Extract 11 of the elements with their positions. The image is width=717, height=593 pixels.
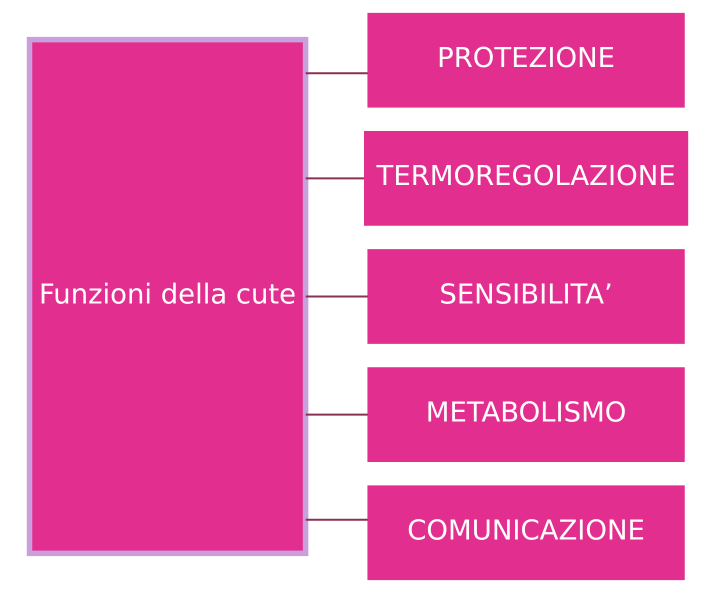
connector <box>306 518 368 521</box>
node-box: COMUNICAZIONE <box>367 485 685 580</box>
connector <box>306 177 364 180</box>
node-box: Funzioni della cute <box>26 36 308 556</box>
node-box: TERMOREGOLAZIONE <box>364 130 688 226</box>
connector <box>306 295 368 298</box>
connector <box>306 414 368 416</box>
node-box: PROTEZIONE <box>367 12 685 108</box>
connector <box>306 72 368 74</box>
node-box: METABOLISMO <box>367 367 685 462</box>
node-box: SENSIBILITA’ <box>367 249 685 344</box>
